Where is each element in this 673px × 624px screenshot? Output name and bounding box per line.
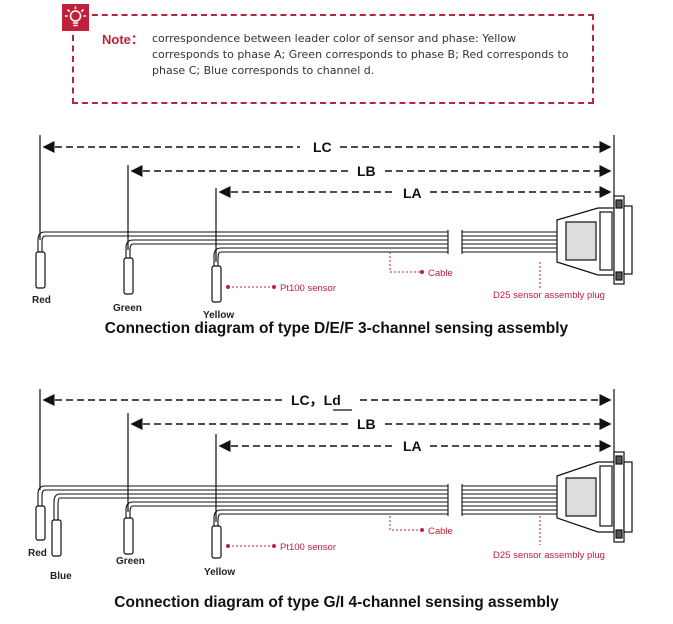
annotation-plug: D25 sensor assembly plug	[493, 550, 605, 561]
dim-lb: LB	[357, 163, 376, 179]
dimension-lines	[39, 135, 615, 262]
lightbulb-icon	[62, 4, 89, 31]
cable-bundle	[37, 230, 565, 266]
lead-label-yellow: Yellow	[204, 567, 235, 578]
annotation-plug: D25 sensor assembly plug	[493, 290, 605, 301]
dim-la: LA	[403, 185, 422, 201]
annotation-sensor: Pt100 sensor	[280, 542, 336, 553]
lead-label-blue: Blue	[50, 571, 72, 582]
annotation-cable: Cable	[428, 268, 453, 279]
note-label: Note：	[102, 32, 144, 47]
annotation-sensor: Pt100 sensor	[280, 283, 336, 294]
dim-lc: LC	[313, 139, 332, 155]
diagram2-title: Connection diagram of type G/I 4-channel…	[114, 594, 559, 611]
dim-la: LA	[403, 438, 422, 454]
dim-lb: LB	[357, 416, 376, 432]
lead-label-yellow: Yellow	[203, 310, 234, 321]
lead-label-red: Red	[32, 295, 51, 306]
sensor-probes	[35, 251, 222, 303]
lead-label-green: Green	[113, 303, 142, 314]
lead-label-green: Green	[116, 556, 145, 567]
dim-lc-ld: LC，Ld	[291, 392, 341, 408]
note-box	[72, 14, 594, 104]
d25-plug	[556, 195, 633, 285]
diagram1-title: Connection diagram of type D/E/F 3-chann…	[104, 320, 569, 337]
annotation-cable: Cable	[428, 526, 453, 537]
lead-label-red: Red	[28, 548, 47, 559]
note-text: correspondence between leader color of s…	[152, 32, 569, 77]
